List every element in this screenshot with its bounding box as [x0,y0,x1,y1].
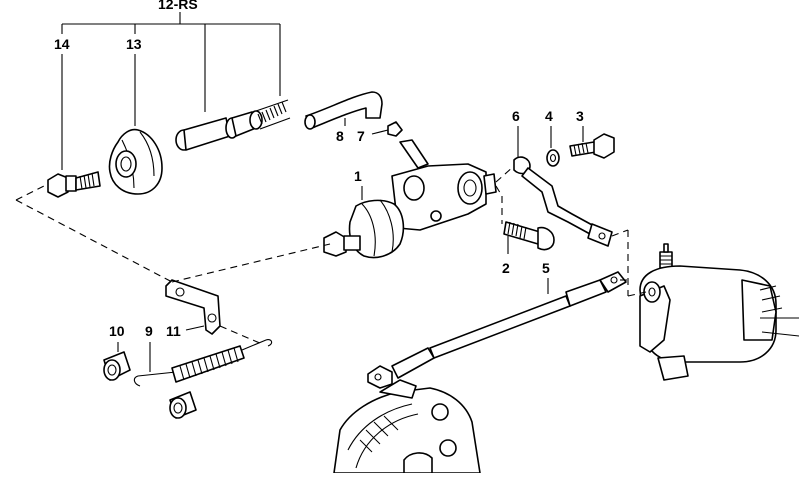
part-9-return-spring [133,339,273,387]
assembly-lines [15,165,647,345]
part-3-hollow-bolt [569,126,615,159]
callout-7: 7 [357,128,365,144]
part-2-bolt [503,221,555,254]
part-5-clutch-line [367,271,627,389]
callout-14: 14 [54,36,70,52]
callout-4: 4 [545,108,553,124]
callout-6: 6 [512,108,520,124]
part-4-washer [546,126,560,167]
part-12-rs-piston-kit [175,99,291,151]
part-8-hose [304,91,383,130]
part-6-pressure-pipe [513,126,613,247]
callout-13: 13 [126,36,142,52]
callout-10: 10 [109,323,125,339]
part-11-bracket [165,279,221,335]
callout-8: 8 [336,128,344,144]
master-cylinder [639,243,799,381]
part-13-dust-boot [108,54,163,195]
transmission-housing [333,379,481,474]
part-14-bleed-screw [47,54,101,198]
callout-5: 5 [542,260,550,276]
callout-12-rs: 12-RS [158,0,198,12]
group-bracket-12-rs [61,12,281,112]
callout-2: 2 [502,260,510,276]
callout-3: 3 [576,108,584,124]
part-1-slave-cylinder [323,139,497,259]
callout-9: 9 [145,323,153,339]
callout-1: 1 [354,168,362,184]
part-10-bushing [103,342,197,419]
part-7-clip [371,121,403,137]
callout-11: 11 [166,323,181,339]
